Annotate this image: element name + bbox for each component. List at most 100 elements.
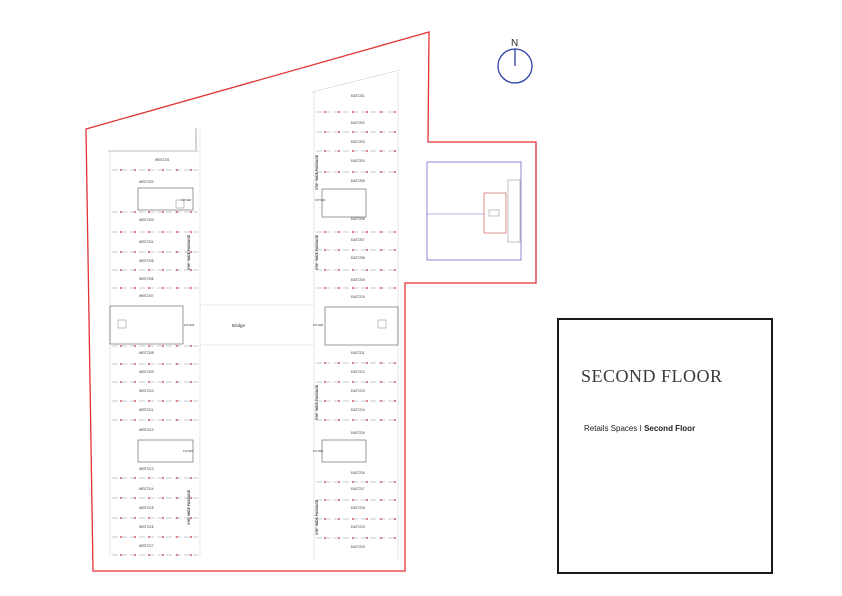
unit-label-west-206: WEST206: [139, 277, 154, 281]
door-mark: [190, 419, 192, 421]
door-mark: [338, 499, 340, 501]
door-mark: [352, 111, 354, 113]
door-mark: [176, 554, 178, 556]
door-mark: [380, 518, 382, 520]
bridge-label: Bridge: [232, 323, 246, 328]
door-mark: [380, 419, 382, 421]
unit-label-east-219: EAST219: [351, 525, 365, 529]
west-unit-labels: WEST201 WEST202 WEST203 WEST204 WEST205 …: [139, 158, 170, 548]
door-mark: [394, 537, 396, 539]
title-block: SECOND FLOOR Retails Spaces I Second Flo…: [557, 318, 773, 574]
bridge: Bridge: [200, 304, 314, 346]
door-mark: [134, 419, 136, 421]
door-mark: [120, 497, 122, 499]
unit-label-west-205: WEST205: [139, 259, 154, 263]
door-mark: [162, 287, 164, 289]
door-mark: [190, 231, 192, 233]
door-mark: [380, 150, 382, 152]
door-mark: [134, 477, 136, 479]
door-mark: [148, 497, 150, 499]
door-mark: [394, 518, 396, 520]
door-mark: [380, 171, 382, 173]
door-mark: [394, 400, 396, 402]
unit-label-east-212: EAST212: [351, 370, 365, 374]
door-mark: [324, 499, 326, 501]
door-mark: [190, 363, 192, 365]
unit-label-east-217: EAST217: [351, 487, 365, 491]
site-boundary: [85, 31, 537, 572]
unit-label-east-215: EAST215: [351, 431, 365, 435]
door-mark: [324, 249, 326, 251]
door-mark: [176, 269, 178, 271]
door-mark: [366, 419, 368, 421]
unit-label-west-212: WEST212: [139, 428, 154, 432]
door-mark: [394, 131, 396, 133]
door-mark: [148, 211, 150, 213]
door-mark: [120, 363, 122, 365]
door-mark: [148, 536, 150, 538]
door-mark: [176, 363, 178, 365]
door-mark: [120, 400, 122, 402]
door-mark: [134, 231, 136, 233]
unit-label-west-211: WEST211: [139, 408, 154, 412]
unit-label-west-204: WEST204: [139, 240, 154, 244]
door-mark: [190, 345, 192, 347]
door-mark: [134, 554, 136, 556]
east-unit-labels: EAST201 EAST202 EAST203 EAST204 EAST205 …: [351, 94, 365, 549]
unit-partitions: [112, 111, 396, 556]
door-mark: [366, 231, 368, 233]
door-mark: [148, 400, 150, 402]
unit-label-east-220: EAST220: [351, 545, 365, 549]
unit-label-east-210: EAST210: [351, 295, 365, 299]
door-mark: [324, 518, 326, 520]
door-mark: [352, 231, 354, 233]
door-mark: [324, 362, 326, 364]
door-mark: [366, 111, 368, 113]
north-compass-icon: N: [497, 38, 533, 84]
door-mark: [134, 400, 136, 402]
floor-title: SECOND FLOOR: [581, 366, 723, 386]
door-mark: [120, 169, 122, 171]
door-mark: [134, 497, 136, 499]
door-mark: [176, 536, 178, 538]
subtitle-separator: I: [639, 424, 642, 433]
door-mark: [148, 251, 150, 253]
door-mark: [352, 362, 354, 364]
foyer-label: FOYER: [313, 323, 324, 327]
door-mark: [120, 477, 122, 479]
foyer-west-1: FOYER: [137, 187, 194, 211]
door-mark: [190, 536, 192, 538]
passage-label-east-3: 3'00" WIDE PASSAGE: [315, 384, 319, 420]
door-mark: [134, 345, 136, 347]
door-mark: [324, 131, 326, 133]
door-mark: [120, 517, 122, 519]
unit-label-west-213: WEST213: [139, 467, 154, 471]
door-mark: [338, 381, 340, 383]
compass-north-label: N: [511, 38, 518, 49]
door-mark: [134, 536, 136, 538]
door-mark: [366, 171, 368, 173]
door-mark: [366, 362, 368, 364]
door-mark: [120, 231, 122, 233]
foyer-east-2: FOYER: [313, 306, 399, 346]
foyer-east-1: FOYER: [315, 188, 367, 218]
door-mark: [324, 269, 326, 271]
unit-label-east-216: EAST216: [351, 471, 365, 475]
door-mark: [190, 269, 192, 271]
door-mark: [394, 111, 396, 113]
unit-label-east-205: EAST205: [351, 179, 365, 183]
door-mark: [366, 400, 368, 402]
door-mark: [352, 171, 354, 173]
unit-label-west-214: WEST214: [139, 487, 154, 491]
door-mark: [190, 381, 192, 383]
door-mark: [148, 363, 150, 365]
door-mark: [338, 249, 340, 251]
door-mark: [120, 381, 122, 383]
door-mark: [148, 554, 150, 556]
door-mark: [352, 537, 354, 539]
door-mark: [394, 231, 396, 233]
door-mark: [366, 481, 368, 483]
door-mark: [148, 477, 150, 479]
door-mark: [380, 231, 382, 233]
door-mark: [338, 111, 340, 113]
